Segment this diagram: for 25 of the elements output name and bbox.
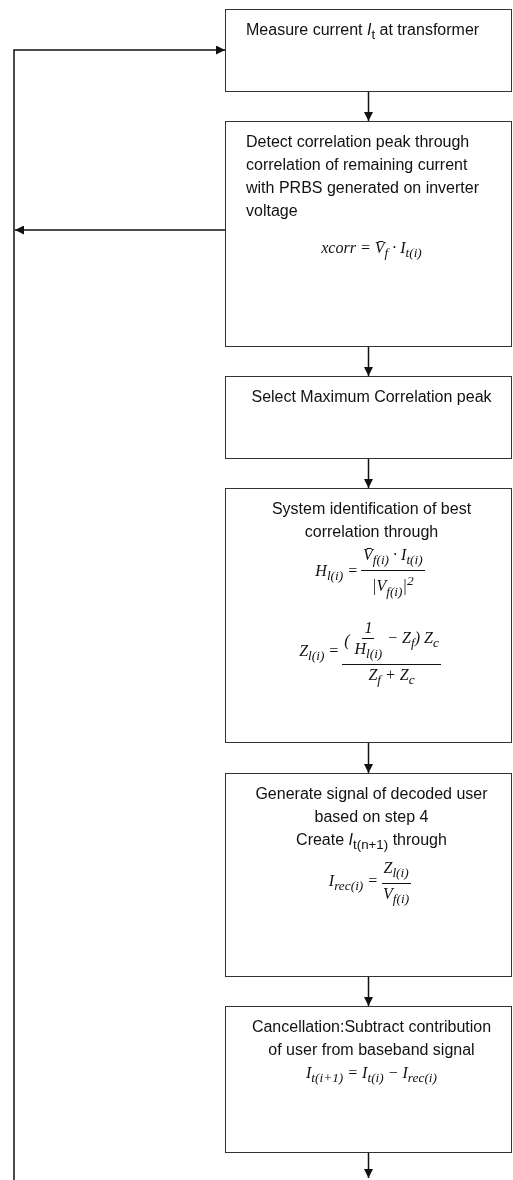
arrow <box>364 976 373 1007</box>
arrow <box>364 91 373 122</box>
step-text: Create I$_{t(n+1)}$ through <box>295 830 448 855</box>
step-text: Cancellation:Subtract contribution of user from baseband signal <box>250 1017 493 1060</box>
process-box <box>225 1006 512 1153</box>
formula: I$_{t(i+1)}$ = I$_{t(i)}$ − I$_{rec(i)}$ <box>305 1063 438 1088</box>
formula: H$_{l(i)}$ = V̄$_{f(i)}$ · I$_{t(i)}$ |V$_{f(i)}$|$^{2}$ <box>314 545 426 601</box>
arrow <box>13 45 226 1180</box>
process-box <box>225 376 512 459</box>
process-box <box>225 488 512 743</box>
process-box <box>225 9 512 92</box>
arrow <box>364 346 373 377</box>
arrow <box>14 225 226 235</box>
formula: I$_{rec(i)}$ = Z$_{l(i)}$ V$_{f(i)}$ <box>327 858 412 909</box>
process-box <box>225 773 512 977</box>
process-box <box>225 121 512 347</box>
step-text: System identification of best correlation through <box>270 499 473 542</box>
step-text: Detect correlation peak through correlation of remaining current with PRBS generated on inverter voltage <box>246 132 480 221</box>
step-text: Select Maximum Correlation peak <box>250 387 493 407</box>
arrow <box>364 1152 373 1179</box>
formula: xcorr = V̄$_{f}$ · I$_{t(i)}$ <box>320 238 423 263</box>
formula: Z$_{l(i)}$ = ( 1 H$_{l(i)}$ − Z$_{f}$) Z$_{c}$ Z$_{f}$ + Z$_{c}$ <box>298 617 442 690</box>
arrow <box>364 742 373 774</box>
step-text: Measure current I$_{t}$ at transformer <box>246 20 481 45</box>
arrow <box>364 458 373 489</box>
